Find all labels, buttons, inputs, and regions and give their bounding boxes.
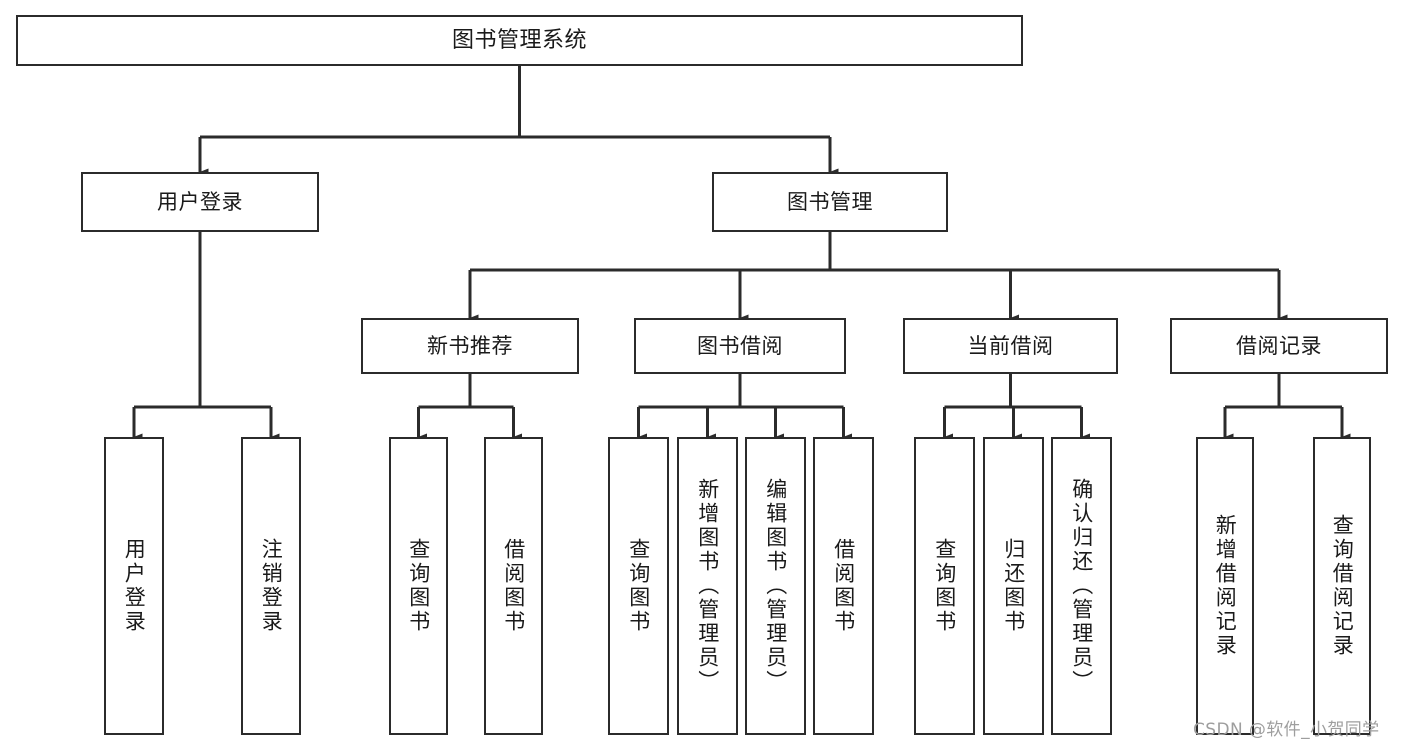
node-label-leaf-borrow-new: 借阅图书 <box>501 538 526 634</box>
node-label-leaf-login: 用户登录 <box>122 538 147 634</box>
node-label-root: 图书管理系统 <box>451 27 587 53</box>
node-leaf-borrow-new[interactable]: 借阅图书 <box>484 437 543 735</box>
node-root[interactable]: 图书管理系统 <box>16 15 1023 66</box>
node-leaf-logout[interactable]: 注销登录 <box>241 437 301 735</box>
node-label-leaf-query-rec: 查询借阅记录 <box>1330 514 1355 658</box>
node-label-leaf-add-book: 新增图书（管理员） <box>695 478 720 694</box>
node-newbook[interactable]: 新书推荐 <box>361 318 579 374</box>
node-leaf-confirm[interactable]: 确认归还（管理员） <box>1051 437 1112 735</box>
node-bookmgmt[interactable]: 图书管理 <box>712 172 948 232</box>
node-login[interactable]: 用户登录 <box>81 172 319 232</box>
node-records[interactable]: 借阅记录 <box>1170 318 1388 374</box>
node-leaf-query-rec[interactable]: 查询借阅记录 <box>1313 437 1371 735</box>
node-label-leaf-edit-book: 编辑图书（管理员） <box>763 478 788 694</box>
node-label-leaf-query-new: 查询图书 <box>406 538 431 634</box>
node-leaf-query-b[interactable]: 查询图书 <box>608 437 669 735</box>
node-label-leaf-borrow-b: 借阅图书 <box>831 538 856 634</box>
node-leaf-add-rec[interactable]: 新增借阅记录 <box>1196 437 1254 735</box>
node-label-leaf-logout: 注销登录 <box>259 538 284 634</box>
node-label-bookmgmt: 图书管理 <box>787 189 873 214</box>
node-leaf-edit-book[interactable]: 编辑图书（管理员） <box>745 437 806 735</box>
node-current[interactable]: 当前借阅 <box>903 318 1118 374</box>
connector-lines <box>132 66 1351 441</box>
node-leaf-borrow-b[interactable]: 借阅图书 <box>813 437 874 735</box>
node-label-newbook: 新书推荐 <box>427 333 513 358</box>
node-label-borrow: 图书借阅 <box>697 333 783 358</box>
node-leaf-login[interactable]: 用户登录 <box>104 437 164 735</box>
node-label-leaf-confirm: 确认归还（管理员） <box>1069 478 1094 694</box>
node-leaf-add-book[interactable]: 新增图书（管理员） <box>677 437 738 735</box>
node-leaf-query-c[interactable]: 查询图书 <box>914 437 975 735</box>
node-label-leaf-add-rec: 新增借阅记录 <box>1213 514 1238 658</box>
node-borrow[interactable]: 图书借阅 <box>634 318 846 374</box>
node-label-login: 用户登录 <box>157 189 243 214</box>
node-label-leaf-query-c: 查询图书 <box>932 538 957 634</box>
node-label-leaf-return: 归还图书 <box>1001 538 1026 634</box>
node-label-current: 当前借阅 <box>967 333 1054 358</box>
node-label-leaf-query-b: 查询图书 <box>626 538 651 634</box>
node-leaf-query-new[interactable]: 查询图书 <box>389 437 448 735</box>
node-label-records: 借阅记录 <box>1236 333 1322 358</box>
node-leaf-return[interactable]: 归还图书 <box>983 437 1044 735</box>
